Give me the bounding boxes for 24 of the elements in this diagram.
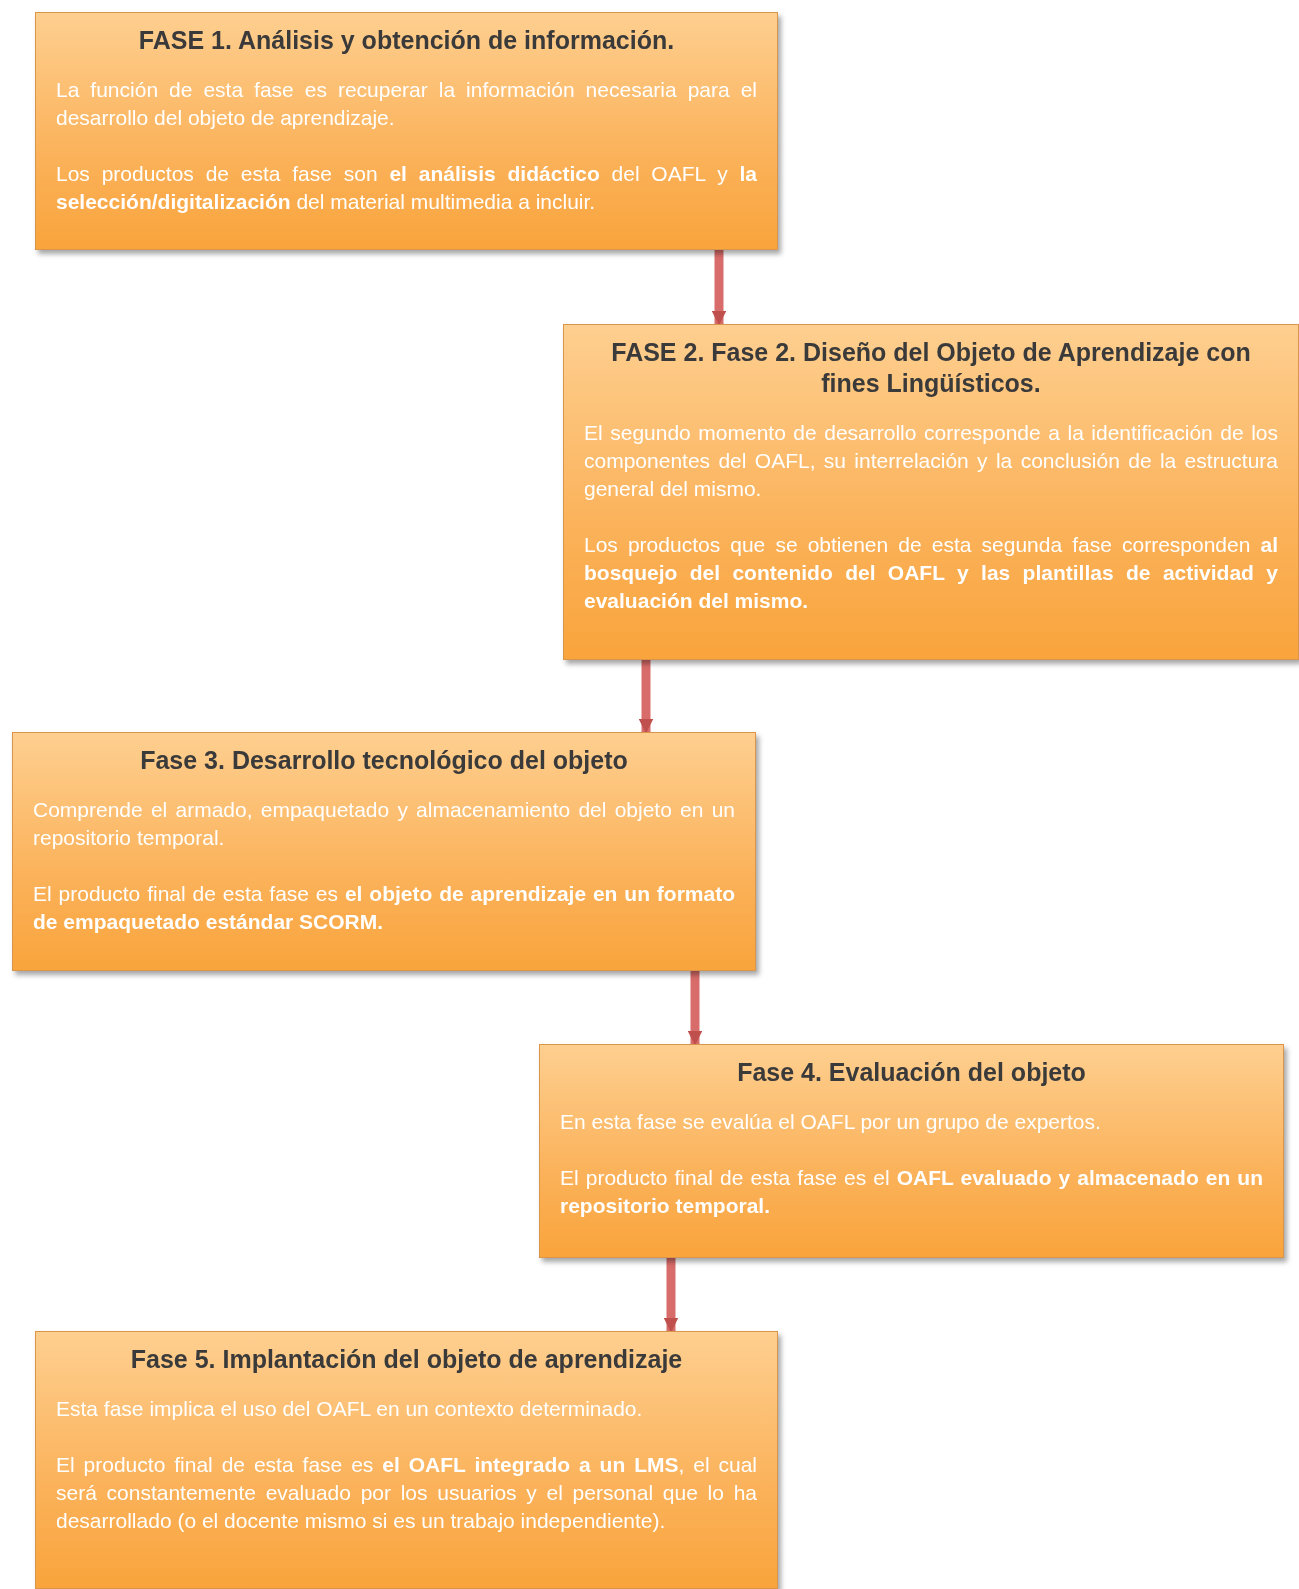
arrow bbox=[687, 971, 703, 1046]
process-box bbox=[35, 1331, 778, 1589]
phase-title: FASE 1. Análisis y obtención de información. bbox=[137, 25, 676, 56]
phase-description: Los productos de esta fase son el análisis didáctico del OAFL y la selección/digitalización del material multimedia a incluir. bbox=[56, 161, 757, 215]
arrow bbox=[663, 1258, 679, 1333]
arrow bbox=[638, 660, 654, 734]
phase-description: Comprende el armado, empaquetado y almacenamiento del objeto en un repositorio temporal. bbox=[33, 797, 735, 851]
phase-description: La función de esta fase es recuperar la información necesaria para el desarrollo del objeto de aprendizaje. bbox=[56, 77, 757, 131]
process-box bbox=[12, 732, 756, 971]
arrow bbox=[711, 250, 727, 326]
phase-description: Esta fase implica el uso del OAFL en un contexto determinado. bbox=[56, 1396, 644, 1422]
process-box bbox=[35, 12, 778, 250]
phase-title: Fase 4. Evaluación del objeto bbox=[736, 1057, 1087, 1088]
phase-title: FASE 2. Fase 2. Diseño del Objeto de Aprendizaje con fines Lingüísticos. bbox=[610, 337, 1252, 399]
process-box bbox=[563, 324, 1299, 660]
phase-description: Los productos que se obtienen de esta segunda fase corresponden al bosquejo del contenido del OAFL y las plantillas de actividad y evaluación del mismo. bbox=[584, 532, 1278, 614]
phase-description: En esta fase se evalúa el OAFL por un grupo de expertos. bbox=[560, 1109, 1102, 1135]
phase-title: Fase 3. Desarrollo tecnológico del objeto bbox=[139, 745, 629, 776]
phase-description: El producto final de esta fase es el OAFL integrado a un LMS, el cual será constantemente evaluado por los usuarios y el personal que lo ha desarrollado (o el docente mismo si es un trabajo independiente). bbox=[56, 1452, 757, 1534]
phase-title: Fase 5. Implantación del objeto de aprendizaje bbox=[129, 1344, 684, 1375]
phase-description: El producto final de esta fase es el objeto de aprendizaje en un formato de empaquetado estándar SCORM. bbox=[33, 881, 735, 935]
process-box bbox=[539, 1044, 1284, 1258]
phase-description: El producto final de esta fase es el OAFL evaluado y almacenado en un repositorio temporal. bbox=[560, 1165, 1263, 1219]
phase-description: El segundo momento de desarrollo corresponde a la identificación de los componentes del OAFL, su interrelación y la conclusión de la estructura general del mismo. bbox=[584, 420, 1278, 502]
